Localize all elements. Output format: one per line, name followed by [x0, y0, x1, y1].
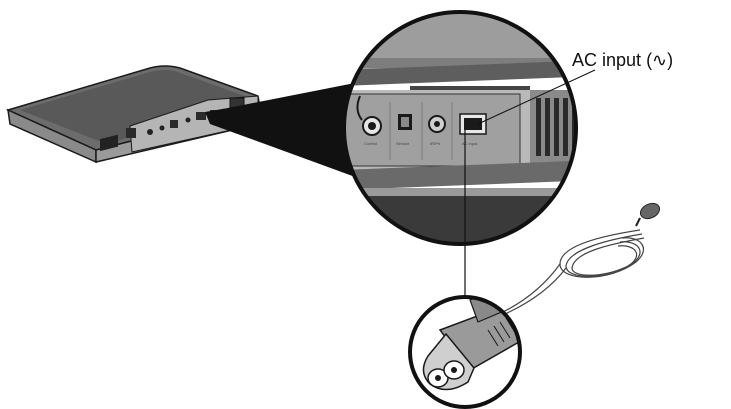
callout-leader	[477, 69, 596, 125]
ir-label: IR/Ph	[430, 141, 440, 146]
control-label: Control	[364, 141, 377, 146]
power-plug	[635, 202, 661, 227]
service-port	[398, 114, 412, 130]
connector-zoom-circle	[408, 295, 522, 409]
power-cord	[489, 229, 645, 319]
zoom-beam	[205, 82, 360, 178]
vent-grille	[530, 90, 576, 170]
ac-input-panel-label: AC input	[462, 141, 478, 146]
ir-jack	[428, 115, 446, 133]
zoom-circle: Control Service IR/Ph AC input	[342, 10, 578, 246]
ac-input-callout: AC input (∿)	[572, 50, 673, 71]
control-jack	[356, 95, 382, 136]
ac-symbol: (∿)	[646, 50, 674, 70]
service-label: Service	[396, 141, 410, 146]
ac-input-label: AC input	[572, 50, 642, 70]
figure-eight-connector	[427, 360, 465, 388]
ac-input-port	[459, 113, 487, 135]
